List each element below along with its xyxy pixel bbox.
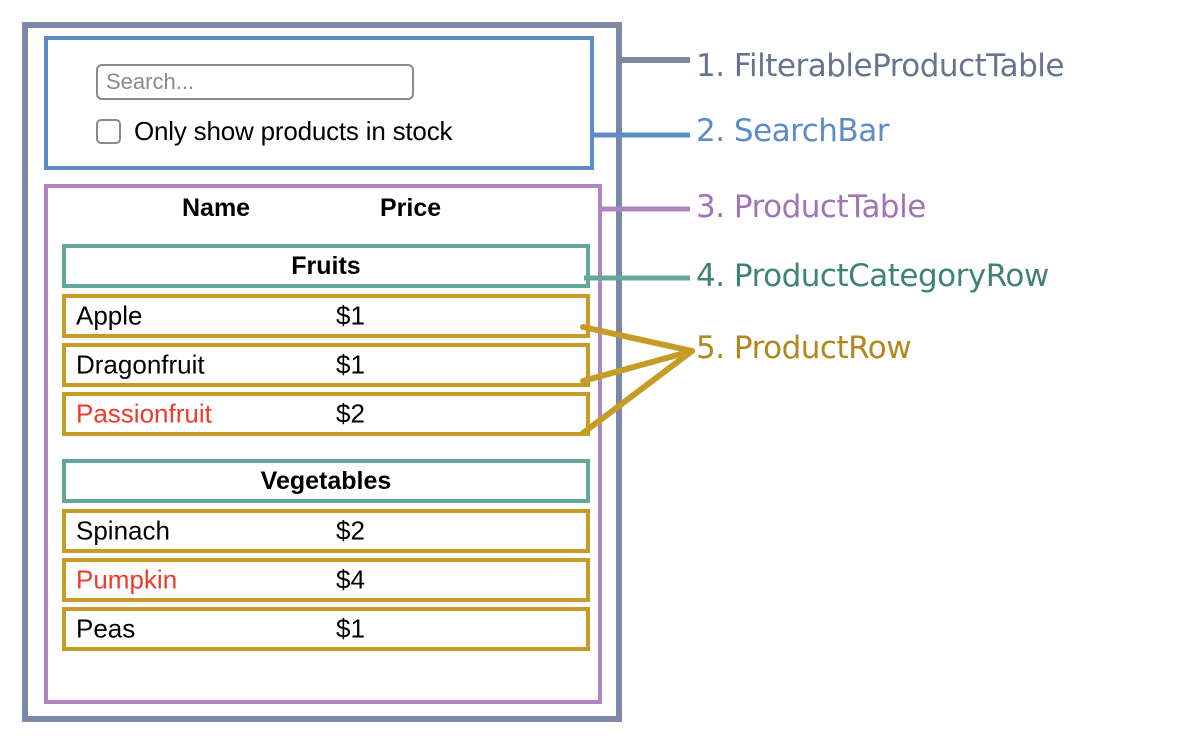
- product-price: $1: [336, 300, 365, 331]
- product-row[interactable]: Apple $1: [62, 294, 590, 338]
- product-table-header: Name Price: [48, 194, 598, 238]
- in-stock-filter-row[interactable]: Only show products in stock: [96, 116, 452, 147]
- product-price: $1: [336, 349, 365, 380]
- product-name: Passionfruit: [76, 398, 212, 429]
- product-category-row: Fruits: [62, 244, 590, 288]
- product-row[interactable]: Spinach $2: [62, 509, 590, 553]
- checkbox-icon[interactable]: [96, 119, 121, 144]
- product-row[interactable]: Peas $1: [62, 607, 590, 651]
- group-spacer: [62, 441, 590, 459]
- product-name: Spinach: [76, 515, 170, 546]
- column-header-price: Price: [380, 194, 442, 222]
- product-name: Pumpkin: [76, 564, 178, 595]
- product-price: $2: [336, 515, 365, 546]
- legend-label-filterable-product-table: 1. FilterableProductTable: [696, 48, 1064, 84]
- legend-label-product-table: 3. ProductTable: [696, 189, 926, 225]
- product-category-label: Fruits: [291, 251, 361, 280]
- legend-label-search-bar: 2. SearchBar: [696, 113, 889, 149]
- search-bar-frame: Search... Only show products in stock: [44, 36, 594, 170]
- search-input[interactable]: Search...: [96, 64, 414, 100]
- product-row[interactable]: Pumpkin $4: [62, 558, 590, 602]
- product-name: Apple: [76, 300, 143, 331]
- in-stock-checkbox-label: Only show products in stock: [134, 116, 453, 146]
- product-price: $1: [336, 613, 365, 644]
- product-category-label: Vegetables: [260, 466, 392, 495]
- product-price: $4: [336, 564, 365, 595]
- product-price: $2: [336, 398, 365, 429]
- product-row[interactable]: Passionfruit $2: [62, 392, 590, 436]
- product-name: Dragonfruit: [76, 349, 205, 380]
- product-table-body: Fruits Apple $1 Dragonfruit $1 Passionfr…: [62, 244, 590, 656]
- column-header-name: Name: [182, 194, 251, 222]
- product-row[interactable]: Dragonfruit $1: [62, 343, 590, 387]
- product-table-frame: Name Price Fruits Apple $1 Dragonfruit $…: [44, 184, 602, 704]
- legend-label-product-row: 5. ProductRow: [696, 330, 912, 366]
- legend-label-product-category-row: 4. ProductCategoryRow: [696, 258, 1049, 294]
- product-name: Peas: [76, 613, 136, 644]
- product-category-row: Vegetables: [62, 459, 590, 503]
